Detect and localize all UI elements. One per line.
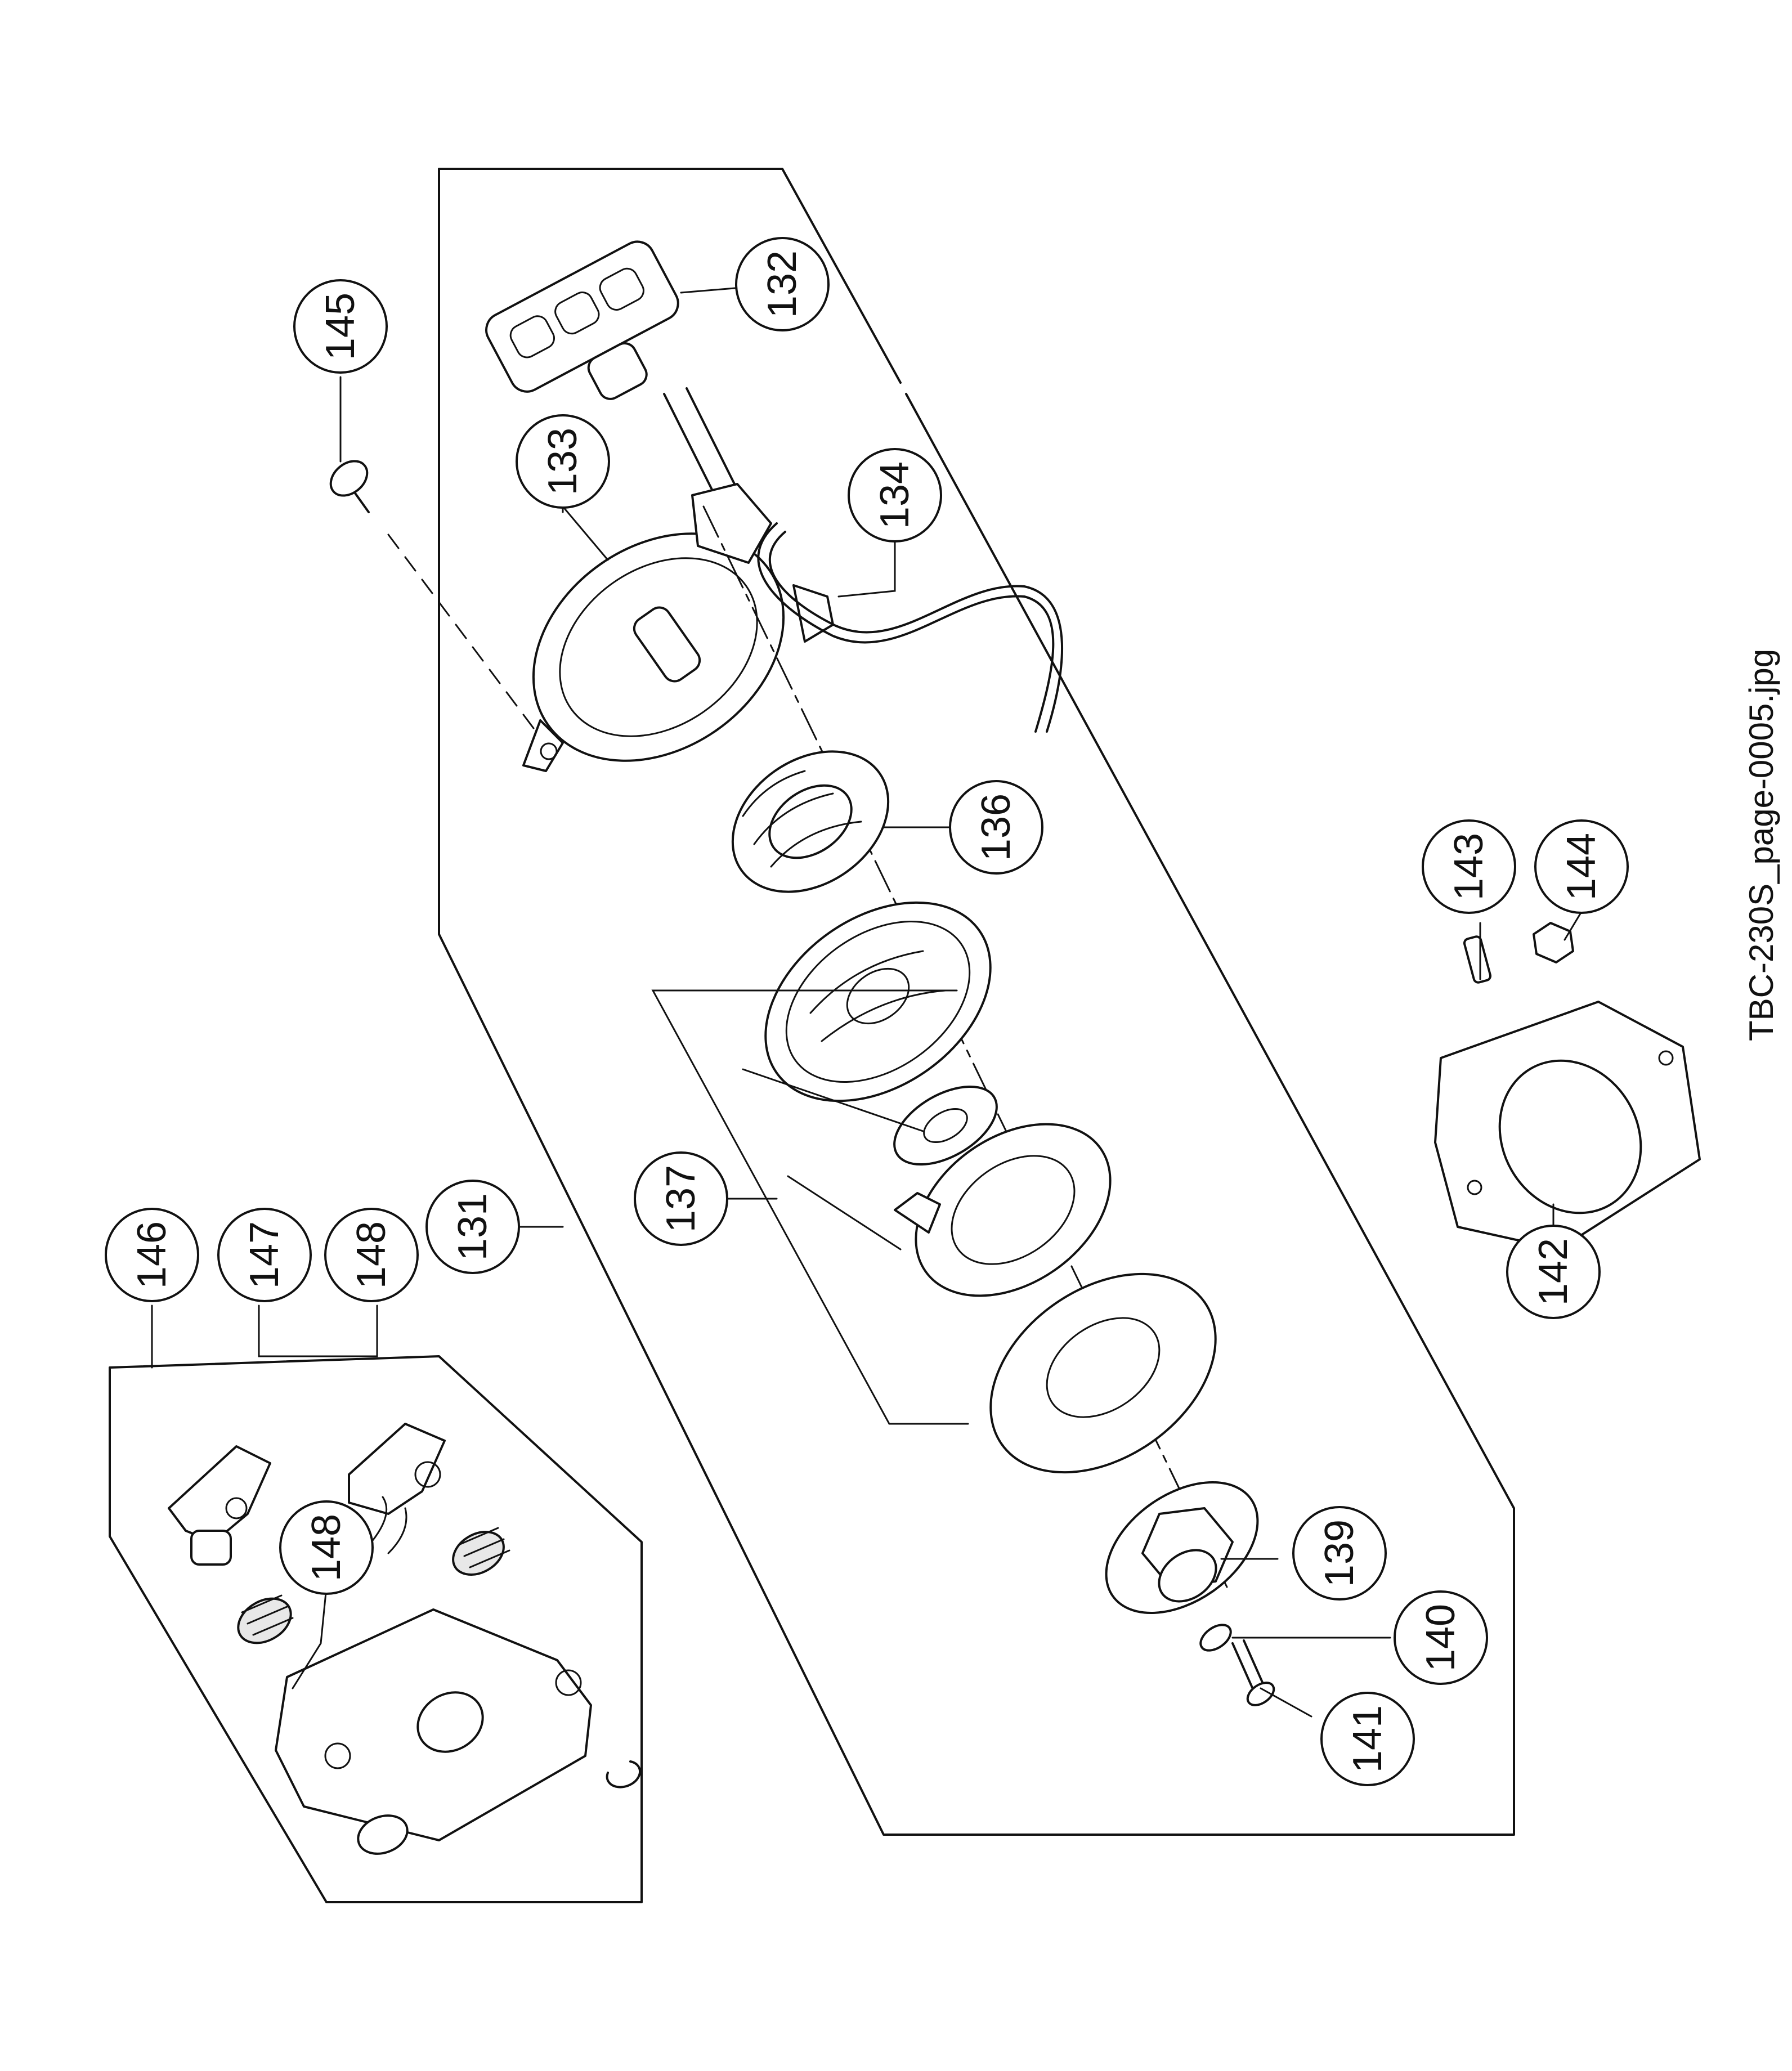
callout-145: 145 xyxy=(293,279,388,374)
starter-rope xyxy=(757,522,1055,733)
svg-text:142: 142 xyxy=(1531,1238,1576,1306)
callout-140: 140 xyxy=(1394,1590,1488,1685)
callout-133: 133 xyxy=(516,414,610,509)
svg-text:133: 133 xyxy=(540,428,585,495)
svg-text:134: 134 xyxy=(872,461,917,529)
callout-132: 132 xyxy=(735,237,830,331)
pawl-spring-right xyxy=(452,1527,510,1576)
starter-handle xyxy=(485,240,679,400)
callout-141: 141 xyxy=(1320,1692,1415,1786)
rope-pulley xyxy=(764,901,992,1102)
callout-136: 136 xyxy=(949,780,1043,875)
svg-text:136: 136 xyxy=(974,794,1019,861)
group-frame-131 xyxy=(438,168,1515,1836)
callout-134: 134 xyxy=(848,448,942,543)
center-screw xyxy=(1231,1639,1275,1706)
svg-text:145: 145 xyxy=(318,293,363,360)
svg-text:141: 141 xyxy=(1345,1705,1390,1773)
recoil-spring xyxy=(731,750,890,893)
leader-lines xyxy=(151,283,1583,1718)
small-washer xyxy=(1199,1624,1232,1652)
svg-text:143: 143 xyxy=(1446,833,1491,900)
callout-148a: 148 xyxy=(324,1208,419,1302)
callout-144: 144 xyxy=(1534,819,1629,914)
handle-shaft xyxy=(663,387,738,496)
flange-bolt xyxy=(1463,935,1492,984)
callout-146: 146 xyxy=(105,1208,199,1302)
carrier-washer xyxy=(357,1814,409,1855)
mount-flange xyxy=(1434,1001,1701,1250)
group-frame-146 xyxy=(109,1355,643,1903)
washer xyxy=(893,1085,998,1166)
pawl-carrier xyxy=(275,1608,592,1841)
svg-text:148: 148 xyxy=(349,1221,394,1289)
pawl-right xyxy=(348,1423,446,1554)
file-label: TBC-230S_page-0005.jpg xyxy=(1742,648,1780,1041)
callout-137: 137 xyxy=(634,1151,728,1246)
callout-147: 147 xyxy=(217,1208,312,1302)
callout-143: 143 xyxy=(1422,819,1516,914)
pawl-spring-left xyxy=(237,1594,294,1644)
drive-pulley xyxy=(1105,1481,1259,1615)
svg-text:131: 131 xyxy=(450,1193,495,1261)
ratchet xyxy=(894,1123,1112,1297)
e-clip xyxy=(606,1760,641,1788)
ratchet-plate xyxy=(989,1272,1217,1474)
svg-text:139: 139 xyxy=(1317,1519,1362,1587)
svg-text:144: 144 xyxy=(1559,833,1604,900)
svg-text:137: 137 xyxy=(658,1165,704,1232)
svg-text:140: 140 xyxy=(1418,1604,1463,1671)
housing-screw xyxy=(329,460,370,513)
leader-137-bracket xyxy=(651,989,969,1425)
callout-139: 139 xyxy=(1292,1506,1387,1601)
callout-142: 142 xyxy=(1506,1225,1601,1319)
svg-text:147: 147 xyxy=(242,1221,287,1289)
svg-text:132: 132 xyxy=(760,250,805,318)
flange-nut xyxy=(1533,922,1574,963)
svg-text:146: 146 xyxy=(129,1221,174,1289)
callout-148b: 148 xyxy=(279,1500,374,1595)
svg-text:148: 148 xyxy=(304,1514,349,1581)
pawl-left xyxy=(168,1445,271,1566)
recoil-housing xyxy=(522,483,834,772)
callout-131: 131 xyxy=(425,1180,520,1274)
